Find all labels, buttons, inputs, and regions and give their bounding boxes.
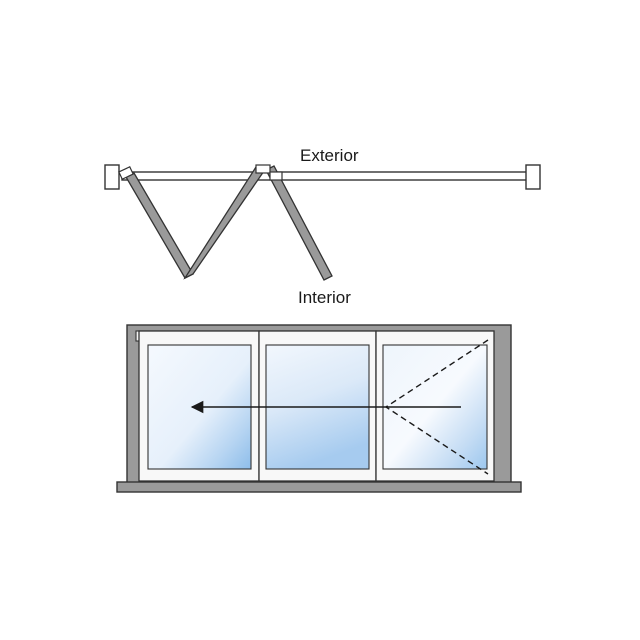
left-jamb	[104, 164, 120, 190]
hinge-left	[118, 166, 134, 180]
track-rail	[121, 171, 529, 181]
folded-panel-2	[183, 166, 265, 280]
interior-label: Interior	[298, 288, 351, 307]
panel-3	[375, 330, 495, 482]
hinge-center	[255, 164, 271, 174]
folded-panel-1	[125, 172, 194, 279]
elevation-view	[116, 324, 522, 493]
folded-panel-3	[265, 165, 333, 281]
panel-1	[138, 330, 260, 482]
plan-view: Exterior Interior	[104, 146, 541, 307]
exterior-label: Exterior	[300, 146, 359, 165]
sill	[116, 481, 522, 493]
panel-2	[258, 330, 377, 482]
hinge-right	[269, 171, 283, 181]
right-jamb	[525, 164, 541, 190]
